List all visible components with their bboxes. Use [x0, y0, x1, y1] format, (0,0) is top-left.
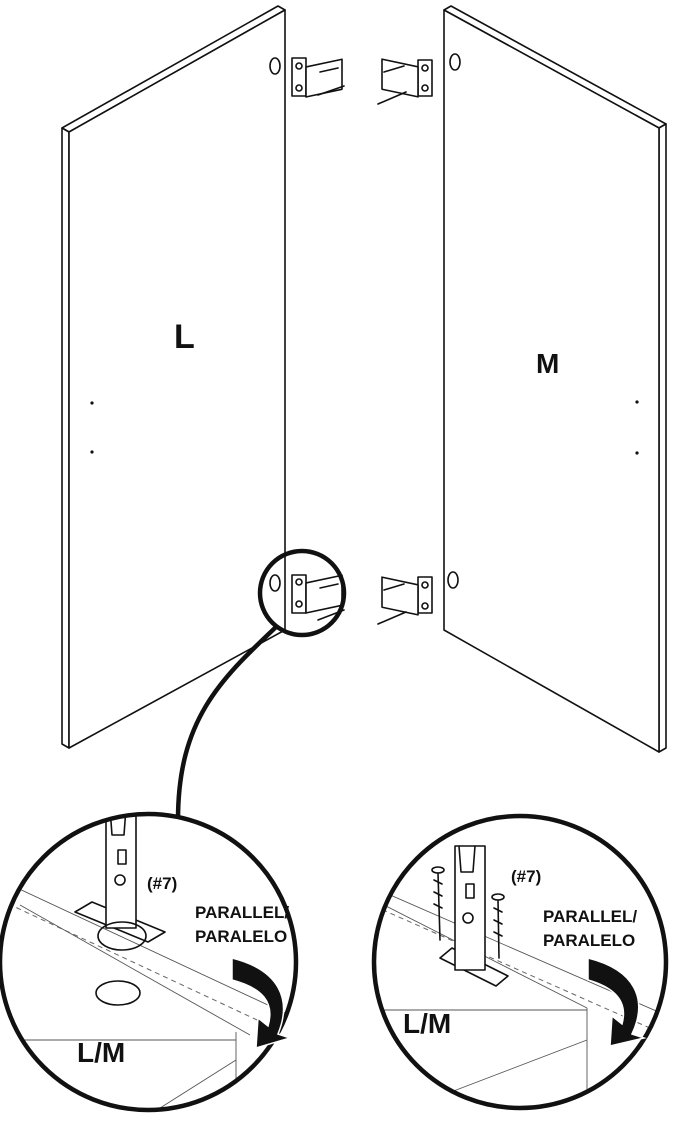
hinge-right-bottom [377, 576, 433, 625]
hinge-cup-hole [449, 53, 461, 71]
screw-icon [431, 866, 445, 941]
panel-l-hole [90, 450, 94, 454]
screw-label-left: (#7) [147, 874, 177, 893]
parallel-label-left-es: PARALELO [195, 927, 287, 946]
hinge-cup-hole [269, 57, 281, 75]
rotate-arrow-icon [231, 957, 293, 1050]
panel-l [61, 5, 286, 749]
panel-m-label: M [536, 348, 559, 379]
part-label-left: L/M [77, 1037, 125, 1068]
hinge-cup-hole [447, 571, 459, 589]
hinge-left-top [291, 57, 345, 98]
part-label-right: L/M [403, 1008, 451, 1039]
callout-circle [257, 548, 347, 638]
hinge-cup-hole [269, 574, 281, 592]
screw-icon [491, 893, 505, 959]
parallel-label-right-en: PARALLEL/ [543, 907, 637, 926]
hinge-arm [105, 814, 137, 929]
screw-label-right: (#7) [511, 867, 541, 886]
parallel-label-right-es: PARALELO [543, 931, 635, 950]
callout-connector [175, 625, 278, 821]
panel-l-label: L [174, 318, 195, 356]
panel-m-hole [635, 451, 639, 455]
hinge-right-top [377, 58, 433, 105]
panel-l-hole [90, 401, 94, 405]
panel-m-hole [635, 400, 639, 404]
rotate-arrow-icon [587, 957, 647, 1047]
detail-left [0, 811, 299, 1113]
detail-right [371, 813, 669, 1111]
hinge-left-bottom [291, 574, 345, 621]
hinge-arm [454, 845, 486, 971]
cup-hole [95, 980, 141, 1006]
panel-m [443, 5, 667, 753]
parallel-label-left-en: PARALLEL/ [195, 903, 289, 922]
